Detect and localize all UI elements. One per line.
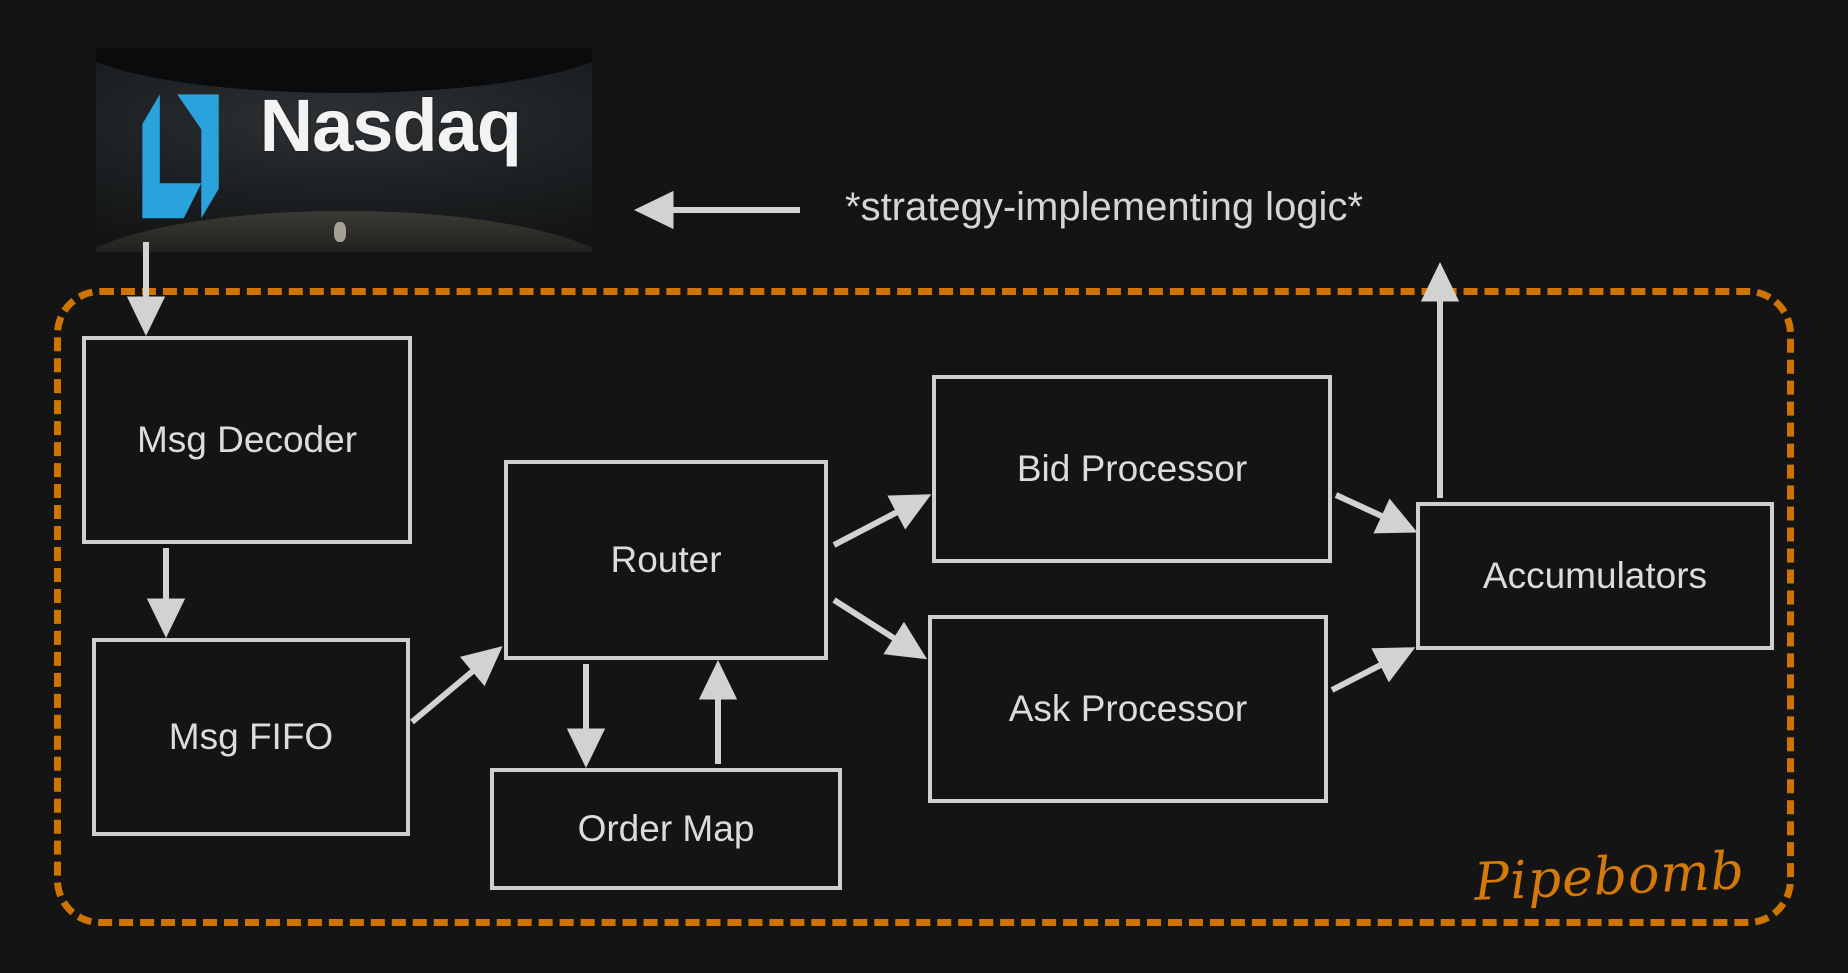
nasdaq-source-image: Nasdaq [96,48,592,252]
node-msg-decoder[interactable]: Msg Decoder [82,336,412,544]
pipebomb-label: Pipebomb [1472,841,1747,913]
node-label: Msg Decoder [136,419,358,460]
node-accumulators[interactable]: Accumulators [1416,502,1774,650]
node-label: Order Map [577,808,755,849]
node-bid-processor[interactable]: Bid Processor [932,375,1332,563]
strategy-logic-annotation: *strategy-implementing logic* [845,185,1364,229]
node-label: Msg FIFO [168,716,334,757]
node-msg-fifo[interactable]: Msg FIFO [92,638,410,836]
node-order-map[interactable]: Order Map [490,768,842,890]
pipebomb-boundary: Pipebomb [54,288,1794,926]
node-label: Bid Processor [1016,448,1248,489]
node-label: Router [610,539,722,580]
node-router[interactable]: Router [504,460,828,660]
photo-floor-light [334,221,347,242]
nasdaq-wordmark: Nasdaq [259,83,522,167]
node-ask-processor[interactable]: Ask Processor [928,615,1328,803]
node-label: Accumulators [1482,555,1708,596]
node-label: Ask Processor [1008,688,1248,729]
nasdaq-logo-icon [142,94,219,219]
